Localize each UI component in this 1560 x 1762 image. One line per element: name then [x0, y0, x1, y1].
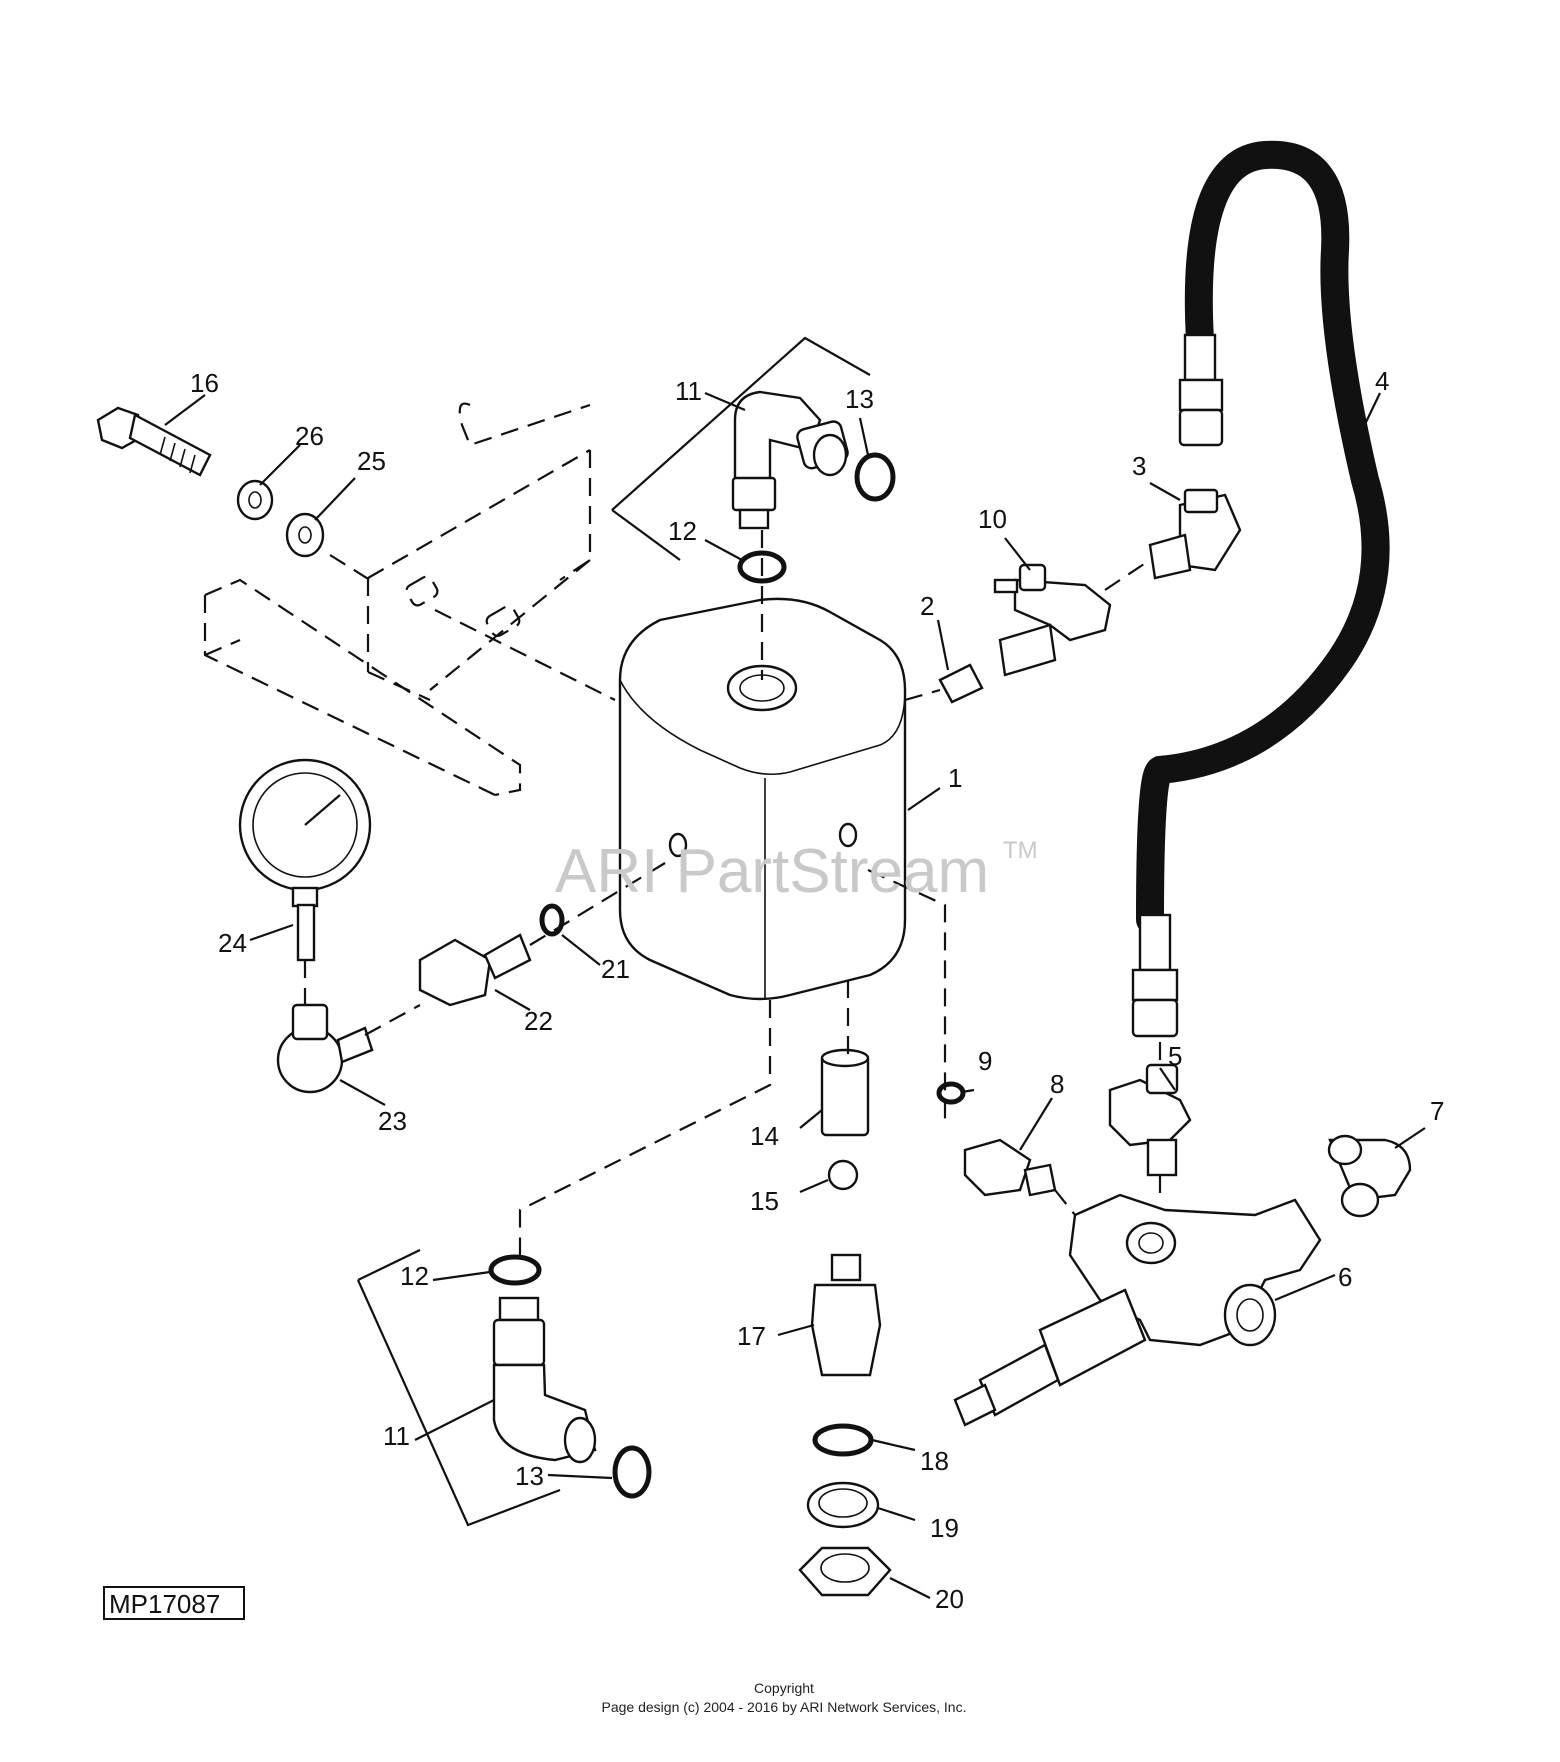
fitting-8: [963, 1138, 1057, 1197]
callout-15: 15: [750, 1186, 779, 1216]
relief-valve-6: [953, 1193, 1322, 1427]
diagram-id: MP17087: [109, 1589, 220, 1619]
hydraulic-hose: [1131, 140, 1390, 1038]
callout-labels: 1 2 3 4 5 6 7 8 9 10 11 11 12 12 13 13 1…: [190, 366, 1444, 1614]
valve-stem-17: [810, 1253, 882, 1377]
callout-16: 16: [190, 368, 219, 398]
callout-26: 26: [295, 421, 324, 451]
watermark-tm: TM: [1003, 837, 1038, 864]
mounting-bracket: [203, 402, 592, 797]
callout-20: 20: [935, 1584, 964, 1614]
o-ring-12-bottom: [488, 1254, 542, 1286]
leader-lines: [164, 391, 1426, 1599]
nut-20: [798, 1546, 892, 1597]
o-ring-9: [936, 1081, 966, 1105]
copyright-line: Copyright: [754, 1680, 814, 1696]
o-ring-13-bottom: [612, 1445, 652, 1499]
callout-19: 19: [930, 1513, 959, 1543]
group-bracket-bottom: [356, 1279, 561, 1527]
callout-14: 14: [750, 1121, 779, 1151]
assembly-lines: [303, 530, 1162, 1255]
plug-2: [938, 663, 984, 704]
lock-washer-26: [236, 479, 274, 521]
callout-11-bottom: 11: [383, 1421, 410, 1451]
elbow-fitting-23: [276, 1003, 374, 1094]
elbow-fitting-11-top: [731, 390, 849, 530]
callout-23: 23: [378, 1106, 407, 1136]
callout-1: 1: [948, 763, 962, 793]
callout-8: 8: [1050, 1069, 1064, 1099]
ball-15: [827, 1159, 859, 1191]
adapter-22: [418, 933, 532, 1007]
o-ring-18: [812, 1423, 874, 1457]
valve-block: [618, 597, 907, 1001]
callout-12-top: 12: [668, 516, 697, 546]
bolt-16: [96, 406, 212, 477]
elbow-fitting-11-bottom: [492, 1296, 597, 1464]
callout-9: 9: [978, 1046, 992, 1076]
callout-22: 22: [524, 1006, 553, 1036]
pressure-gauge-24: [238, 758, 372, 962]
o-ring-12-top: [737, 550, 787, 584]
o-ring-21: [539, 903, 565, 937]
callout-17: 17: [737, 1321, 766, 1351]
callout-3: 3: [1132, 451, 1146, 481]
check-valve-10: [993, 563, 1112, 677]
tee-fitting-5: [1108, 1063, 1192, 1177]
callout-10: 10: [978, 504, 1007, 534]
callout-5: 5: [1168, 1041, 1182, 1071]
callout-2: 2: [920, 591, 934, 621]
callout-18: 18: [920, 1446, 949, 1476]
watermark: ARI PartStream: [555, 837, 989, 906]
elbow-fitting-3: [1148, 488, 1242, 580]
callout-24: 24: [218, 928, 247, 958]
callout-12-bottom: 12: [400, 1261, 429, 1291]
callout-21: 21: [601, 954, 630, 984]
washer-25: [285, 512, 325, 558]
callout-7: 7: [1430, 1096, 1444, 1126]
callout-4: 4: [1375, 366, 1389, 396]
elbow-fitting-7: [1327, 1134, 1412, 1218]
callout-6: 6: [1338, 1262, 1352, 1292]
callout-25: 25: [357, 446, 386, 476]
page-design-line: Page design (c) 2004 - 2016 by ARI Netwo…: [602, 1699, 967, 1715]
callout-13-bottom: 13: [515, 1461, 544, 1491]
callout-11-top: 11: [675, 376, 702, 406]
o-ring-13-top: [854, 452, 896, 502]
diagram-id-box: [103, 1586, 245, 1620]
group-bracket-top: [611, 336, 871, 511]
callout-13-top: 13: [845, 384, 874, 414]
